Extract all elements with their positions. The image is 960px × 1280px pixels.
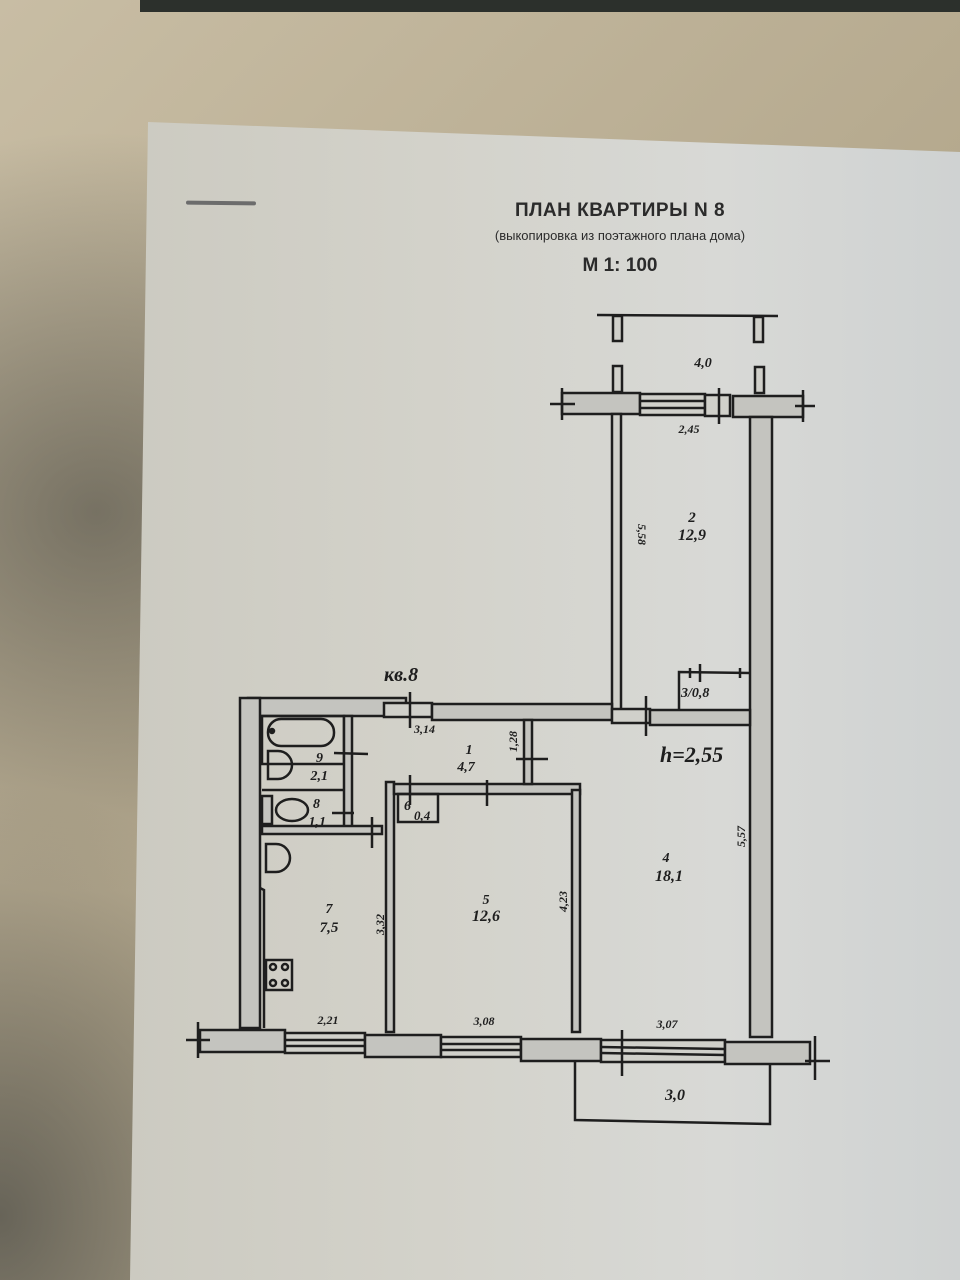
dim-room2-width: 2,45 — [678, 422, 700, 436]
dim-room5-width: 3,08 — [473, 1014, 495, 1028]
room-4-area: 18,1 — [655, 868, 683, 885]
dim-room7-length: 3,32 — [373, 914, 387, 936]
title-block: ПЛАН КВАРТИРЫ N 8 (выкопировка из поэтаж… — [440, 200, 800, 277]
room-5-number: 5 — [483, 893, 490, 908]
dim-room7-width: 2,21 — [317, 1013, 339, 1027]
room-9-number: 9 — [316, 751, 323, 766]
plan-scale: М 1: 100 — [582, 255, 658, 276]
dim-room5-length: 4,23 — [556, 891, 570, 913]
apartment-label: кв.8 — [384, 664, 418, 686]
room-3-label: 3/0,8 — [680, 686, 709, 701]
dark-object-edge — [140, 0, 960, 12]
room-5-area: 12,6 — [472, 908, 500, 925]
dim-room2-length: 5,58 — [635, 524, 649, 545]
dim-balcony-top: 4,0 — [693, 356, 712, 371]
room-7-number: 7 — [326, 902, 334, 917]
ceiling-height: h=2,55 — [660, 742, 723, 767]
room-2-area: 12,9 — [678, 527, 706, 544]
plan-title: ПЛАН КВАРТИРЫ N 8 — [514, 200, 726, 221]
room-1-area: 4,7 — [456, 760, 476, 775]
room-4-number: 4 — [662, 851, 670, 866]
room-7-area: 7,5 — [320, 920, 339, 936]
room-6-number: 6 — [404, 799, 411, 814]
room-6-area: 0,4 — [414, 808, 431, 823]
plan-subtitle: (выкопировка из поэтажного плана дома) — [494, 228, 746, 243]
dim-room4-width: 3,07 — [656, 1017, 679, 1031]
room-8-area: 1,1 — [309, 815, 327, 830]
room-1-number: 1 — [466, 743, 473, 758]
dim-balcony-bottom: 3,0 — [664, 1087, 685, 1104]
room-8-number: 8 — [313, 797, 320, 812]
room-2-number: 2 — [687, 510, 696, 526]
dim-room4-length: 5,57 — [734, 825, 748, 847]
dim-corridor-width: 3,14 — [413, 722, 435, 736]
dim-corridor-depth: 1,28 — [506, 731, 520, 752]
room-9-area: 2,1 — [310, 769, 329, 784]
